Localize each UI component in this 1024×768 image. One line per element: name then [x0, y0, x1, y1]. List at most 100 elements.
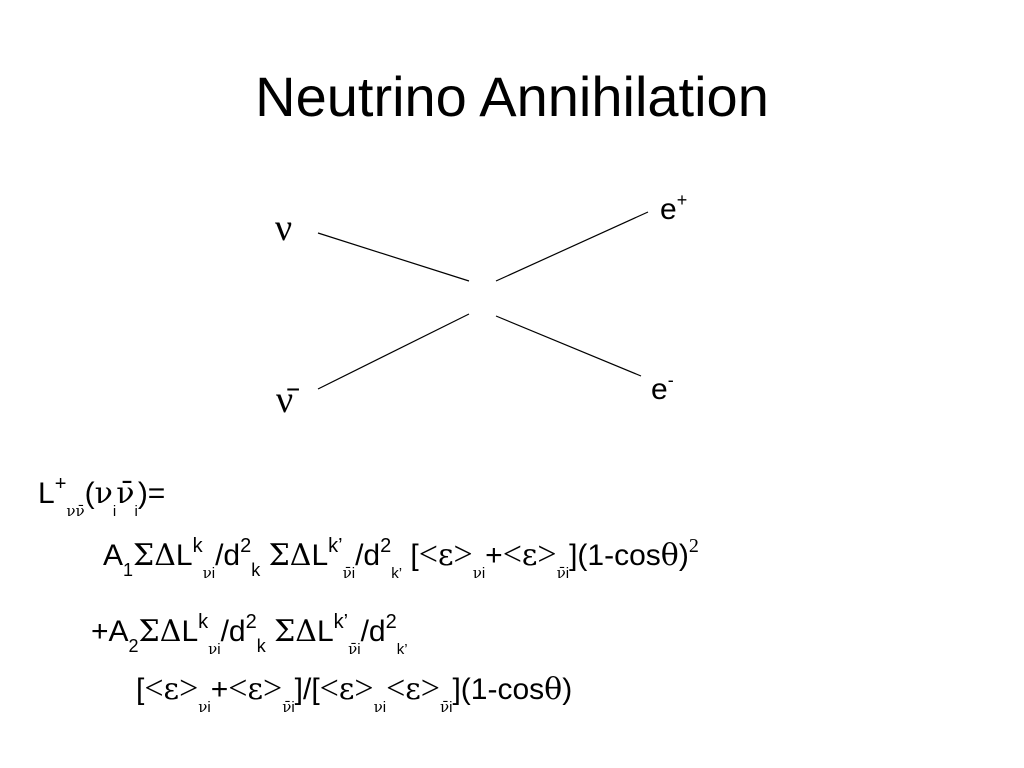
lhs-i2: i: [134, 503, 138, 520]
l1-nubar-sub: ν̄: [556, 564, 566, 582]
l1-sum-delta2: ΣΔ: [268, 538, 312, 573]
positron-label: e+: [660, 190, 688, 227]
l1-i2: i: [351, 565, 356, 582]
l3-gt2: >: [263, 670, 283, 707]
l1-slash-d: /d: [215, 539, 241, 572]
positron-charge: +: [676, 190, 688, 210]
l1-sum-delta: ΣΔ: [133, 538, 176, 573]
l3-lt3: <: [319, 670, 339, 707]
l3-tail: ](1-cos: [452, 673, 545, 706]
lhs-nubar: ν̄: [116, 476, 135, 511]
l3-lt1: <: [144, 670, 164, 707]
electron-outgoing-line: [495, 315, 642, 377]
l1-gt1: >: [453, 536, 473, 573]
l3-lt4: <: [386, 670, 406, 707]
l3-i1: i: [207, 699, 211, 716]
l1-nu: ν: [202, 564, 212, 582]
l2-sum-delta2: ΣΔ: [274, 614, 317, 649]
l3-nubar-sub2: ν̄: [439, 698, 450, 716]
l2-sum-delta: ΣΔ: [138, 614, 182, 649]
equation-line-2: +A2ΣΔLkνi/d2k ΣΔLk’ν̄i/d2k’: [91, 604, 408, 664]
l3-lt2: <: [228, 670, 248, 707]
l1-eps2: ε: [521, 538, 538, 573]
lhs-L: L: [38, 477, 55, 510]
l2-kprime-sub: k’: [396, 641, 408, 658]
l1-i: i: [211, 565, 216, 582]
l2-i2: i: [357, 641, 361, 658]
antineutrino-label: ν̄: [276, 379, 294, 421]
lhs-nu: ν: [94, 476, 113, 511]
electron-label: e-: [651, 370, 674, 407]
l1-ksub: k: [251, 560, 261, 580]
l1-plus: +: [485, 539, 503, 572]
l1-power: 2: [688, 535, 699, 557]
l3-plus: +: [210, 673, 229, 706]
l3-eps2: ε: [247, 672, 263, 707]
l1-kprime: k’: [328, 535, 343, 557]
l1-theta: θ: [660, 538, 679, 573]
l3-gt4: >: [420, 670, 440, 707]
l1-A-sub: 1: [123, 560, 134, 580]
l1-i4: i: [565, 565, 570, 582]
l2-nu: ν: [208, 640, 218, 658]
l2-L2: L: [316, 615, 334, 648]
l3-gt1: >: [179, 670, 199, 707]
l3-close: ): [562, 673, 573, 706]
l2-i: i: [217, 641, 221, 658]
electron-base: e: [651, 373, 668, 406]
l2-nubar: ν̄: [348, 640, 358, 658]
l2-sq2: 2: [385, 611, 397, 633]
l2-sq: 2: [245, 611, 257, 633]
l1-L: L: [175, 539, 193, 572]
l2-slash-d: /d: [220, 615, 246, 648]
l3-eps1: ε: [163, 672, 180, 707]
page-title: Neutrino Annihilation: [255, 65, 769, 128]
positron-base: e: [660, 193, 677, 226]
l1-bracket-open: [: [410, 539, 419, 572]
equation-lhs: L+νν̄(νiν̄i)=: [38, 466, 165, 526]
l1-kprime-sub: k’: [391, 565, 403, 582]
l3-eps4: ε: [405, 672, 421, 707]
nu-incoming-line: [317, 232, 470, 282]
l2-slash-d2: /d: [360, 615, 386, 648]
positron-outgoing-line: [495, 211, 649, 282]
l1-nubar: ν̄: [342, 564, 352, 582]
equation-line-1: A1ΣΔLkνi/d2k ΣΔLk’ν̄i/d2k’ [<ε>νi+<ε>ν̄i…: [103, 528, 699, 588]
l2-plusA: +A: [91, 615, 129, 648]
l3-mid: ]/[: [294, 673, 320, 706]
l1-sq2: 2: [380, 535, 392, 557]
lhs-close: )=: [137, 477, 166, 510]
lhs-open: (: [84, 477, 95, 510]
l1-L2: L: [311, 539, 329, 572]
l3-nubar-sub: ν̄: [282, 698, 292, 716]
l1-gt2: >: [537, 536, 557, 573]
l3-open: [: [136, 673, 145, 706]
electron-charge: -: [667, 370, 674, 390]
l1-lt1: <: [418, 536, 438, 573]
l1-lt2: <: [502, 536, 522, 573]
l3-i4: i: [449, 699, 453, 716]
l2-k: k: [198, 611, 209, 633]
l1-slash-d2: /d: [355, 539, 381, 572]
l1-sq: 2: [240, 535, 252, 557]
l1-tail: ](1-cos: [569, 539, 661, 572]
l2-A-sub: 2: [128, 636, 139, 656]
l3-nu-sub2: ν: [373, 698, 383, 716]
l3-gt3: >: [354, 670, 374, 707]
l3-eps3: ε: [338, 672, 355, 707]
l3-theta: θ: [544, 672, 563, 707]
neutrino-label: ν: [275, 207, 293, 249]
l2-ksub: k: [256, 636, 266, 656]
l3-i3: i: [382, 699, 387, 716]
l3-i2: i: [291, 699, 295, 716]
l1-k: k: [192, 535, 203, 557]
nubar-incoming-line: [317, 313, 470, 390]
equation-line-3: [<ε>νi+<ε>ν̄i]/[<ε>νi<ε>ν̄i](1-cosθ): [136, 669, 572, 722]
l1-A: A: [103, 539, 124, 572]
l2-kprime: k’: [333, 611, 349, 633]
l2-L: L: [181, 615, 199, 648]
l1-eps1: ε: [437, 538, 454, 573]
l1-nu-sub: ν: [472, 564, 482, 582]
l1-close: ): [678, 539, 689, 572]
lhs-sub: νν̄: [66, 502, 85, 520]
